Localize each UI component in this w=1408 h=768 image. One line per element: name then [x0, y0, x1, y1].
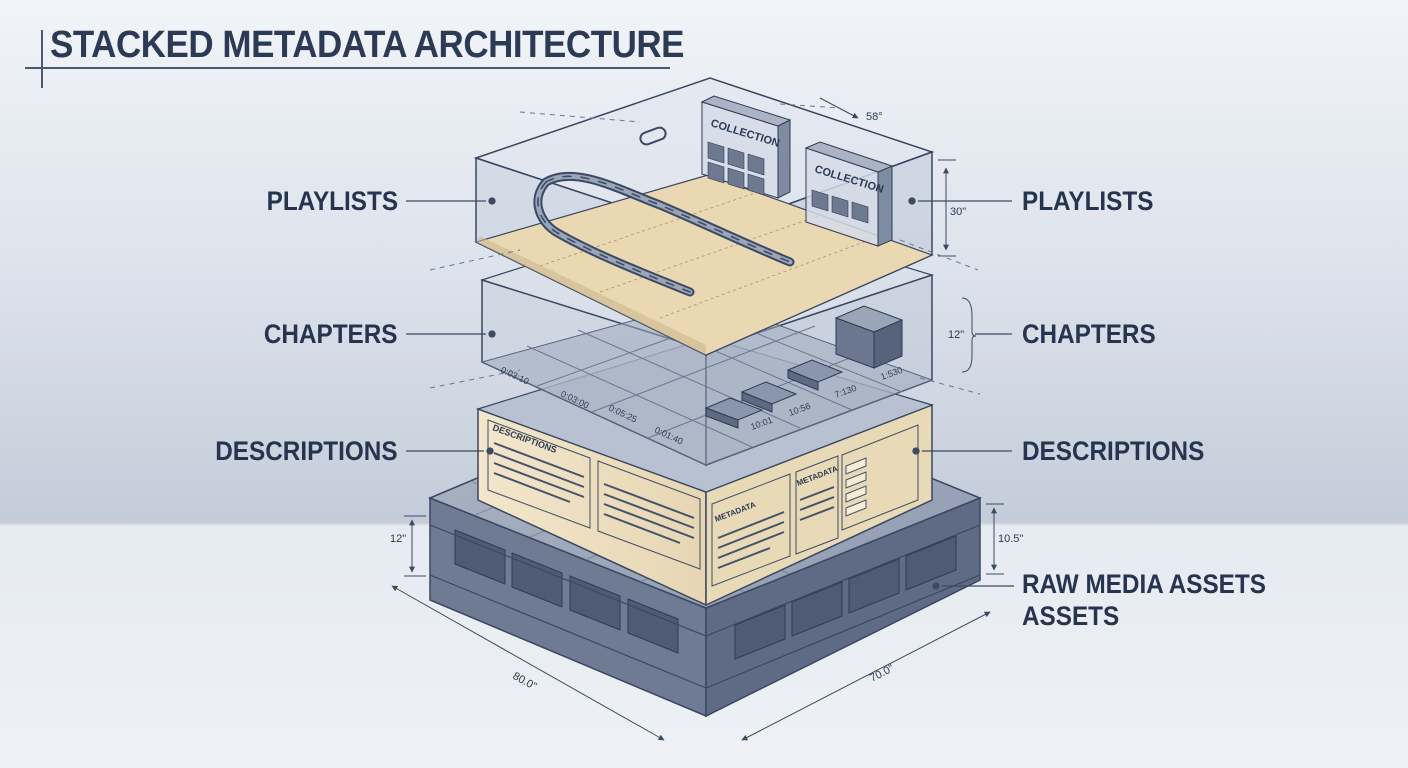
dimension-base-height-left: 12" [390, 533, 406, 545]
dimension-playlist-height: 30" [950, 206, 966, 218]
title-rule-horizontal [25, 67, 670, 69]
dimension-angle: 58° [866, 111, 883, 123]
label-playlists-left: PLAYLISTS [266, 186, 398, 216]
label-chapters-left: CHAPTERS [264, 319, 398, 349]
label-raw-media-line2: ASSETS [1022, 601, 1120, 631]
playlists-layer: COLLECTION COLLECTION [473, 77, 935, 357]
dimension-base-width: 80.0" [511, 670, 539, 693]
label-descriptions-right: DESCRIPTIONS [1022, 436, 1205, 466]
chain-link-icon [533, 126, 795, 297]
dimension-base-depth: 70.0" [868, 662, 896, 684]
page-title: STACKED METADATA ARCHITECTURE [50, 24, 685, 66]
label-chapters-right: CHAPTERS [1022, 319, 1156, 349]
dimension-chapter-height: 12" [948, 329, 964, 341]
label-playlists-right: PLAYLISTS [1022, 186, 1154, 216]
label-raw-media-line1: RAW MEDIA ASSETS [1022, 569, 1266, 599]
dimension-base-height-right: 10.5" [998, 533, 1023, 545]
label-descriptions-left: DESCRIPTIONS [215, 436, 398, 466]
dimension-lines [391, 97, 1004, 741]
label-raw-media-assets: RAW MEDIA ASSETS ASSETS [1022, 568, 1292, 632]
title-rule-vertical [41, 30, 43, 88]
leader-lines [406, 197, 1014, 590]
